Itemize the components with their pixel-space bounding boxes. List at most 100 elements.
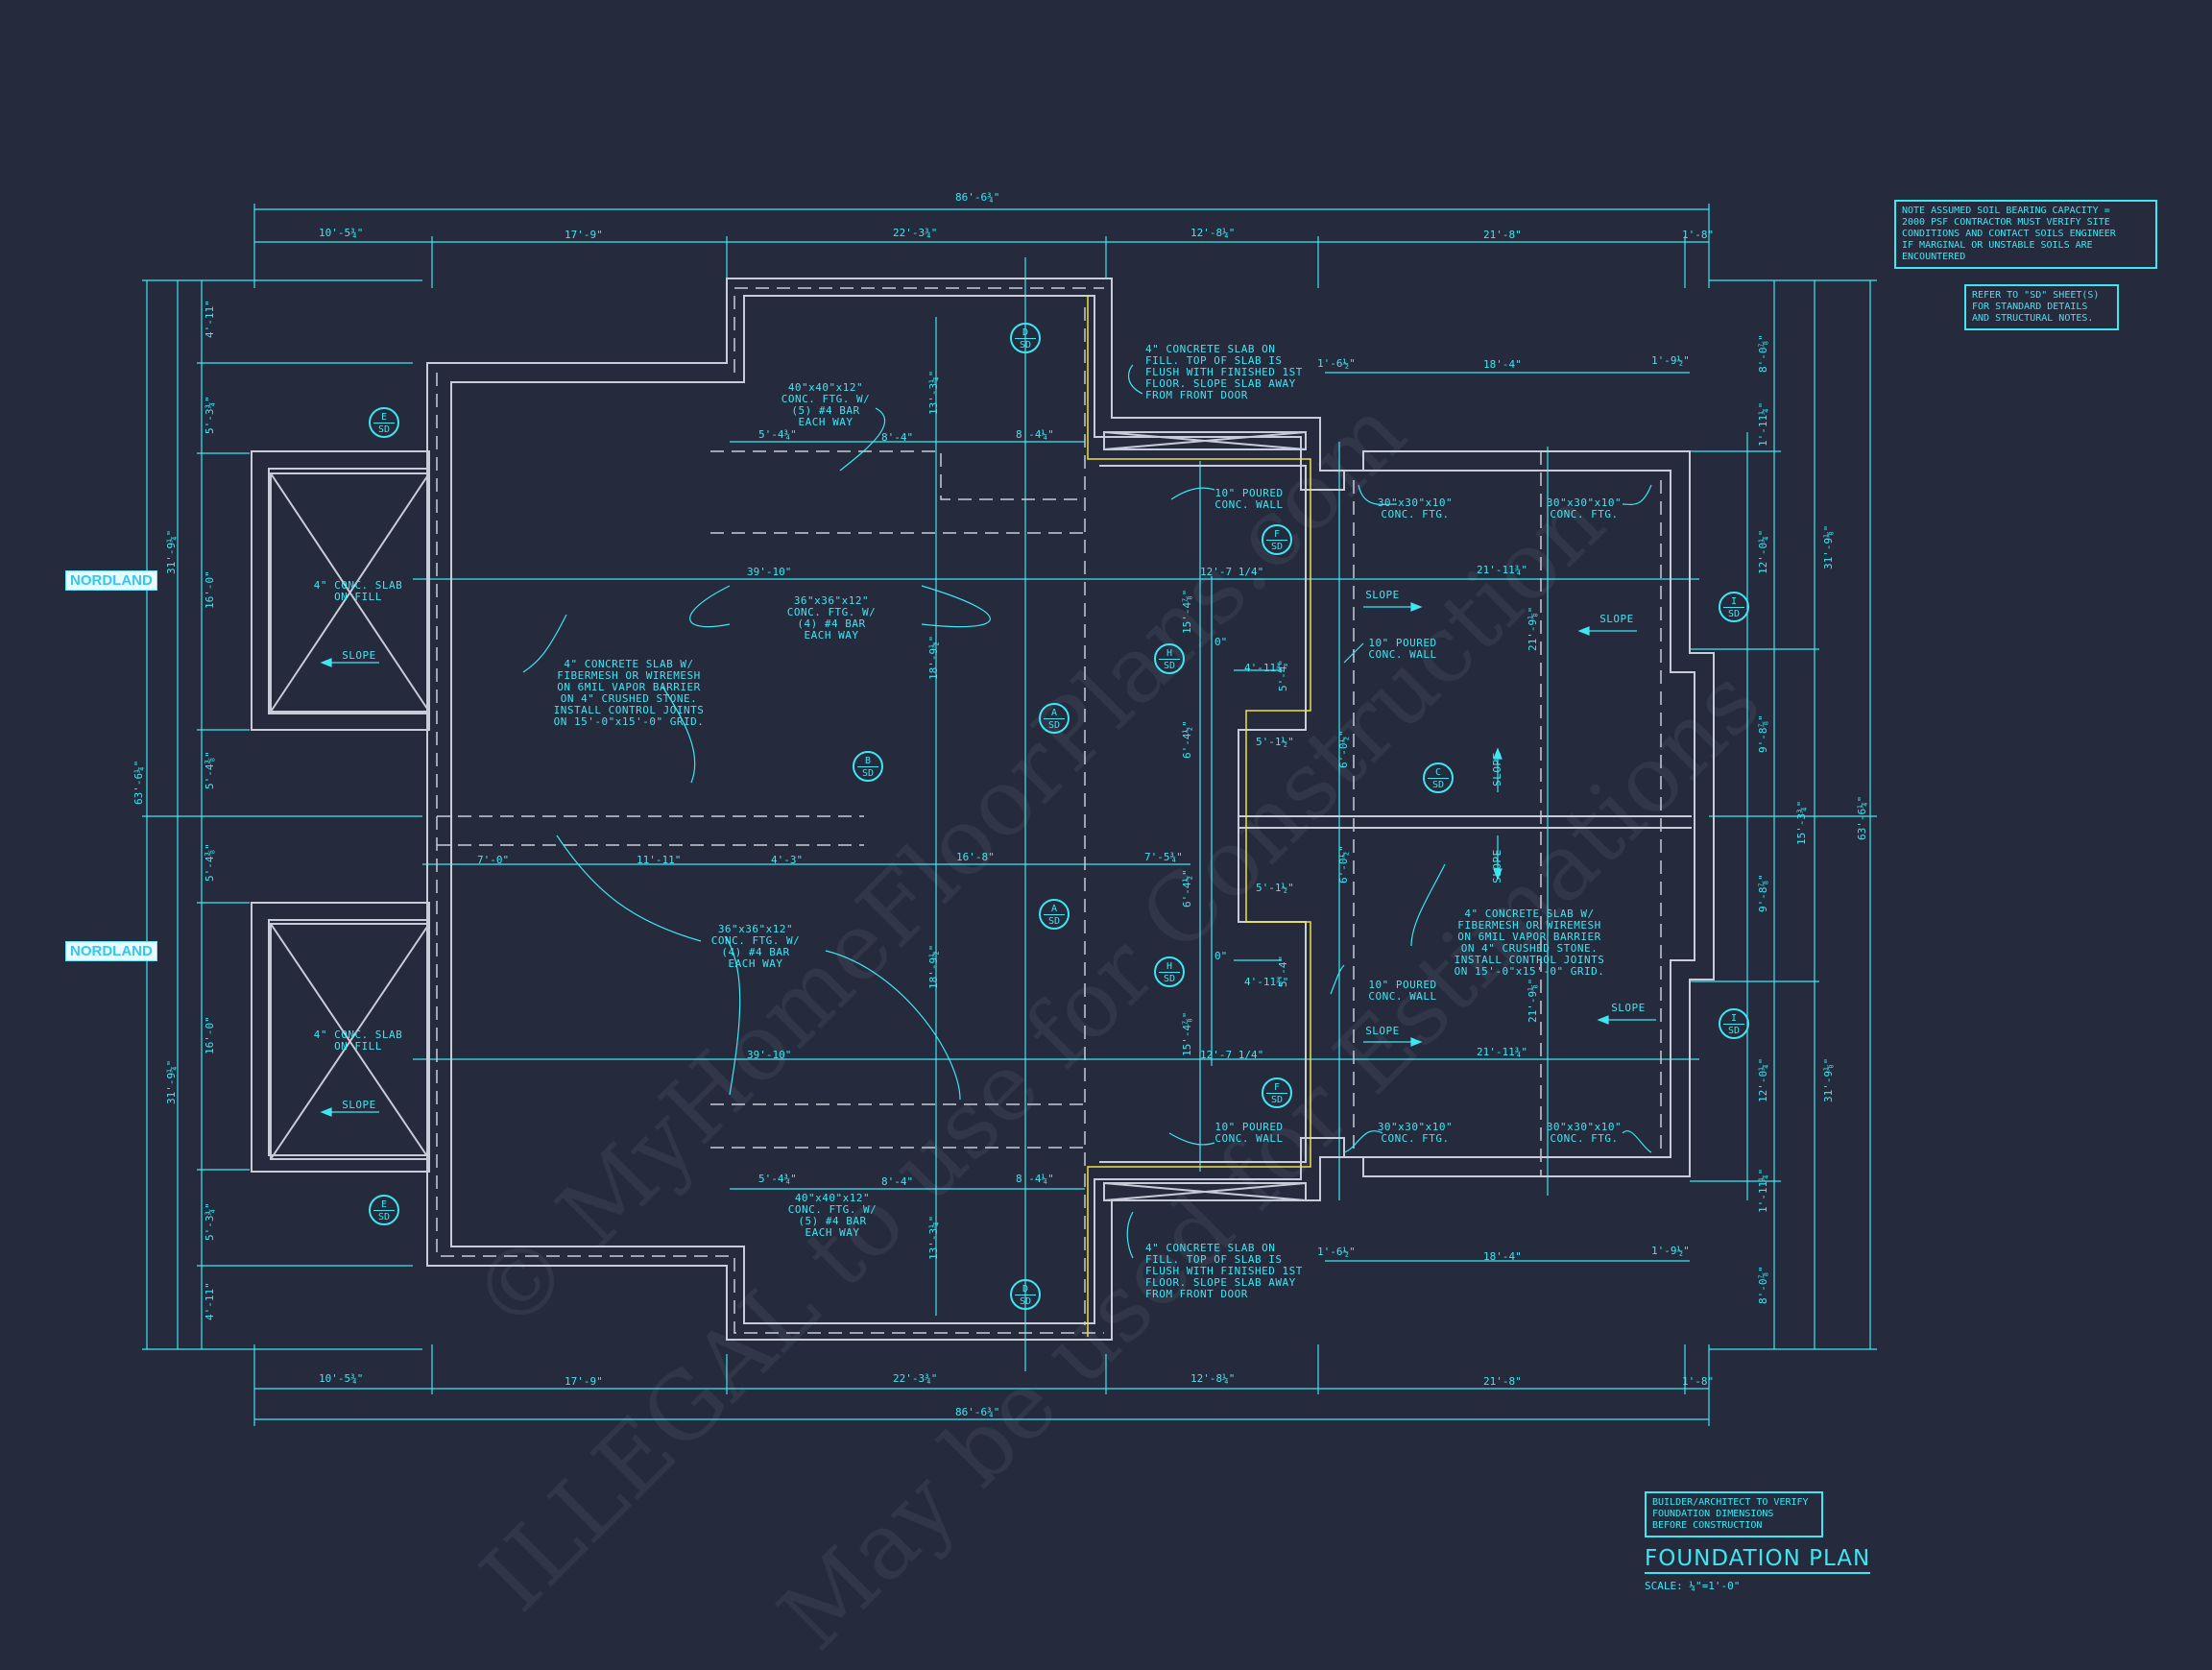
dim-mid: 6'-4½": [1181, 869, 1193, 908]
slope-label: SLOPE: [342, 1099, 376, 1111]
dim-bottom-6: 1'-8": [1682, 1375, 1715, 1388]
footing-label: 36"x36"x12" CONC. FTG. W/ (4) #4 BAR EAC…: [786, 594, 877, 641]
dim-interior: 39'-10": [747, 566, 792, 578]
dim-top-6: 1'-8": [1682, 229, 1715, 241]
dim-left: 4'-11": [204, 300, 216, 338]
dim-left: 5'-3¾": [204, 396, 216, 434]
dim-interior: 8'-4¼": [1016, 428, 1054, 441]
nordland-tag: NORDLAND: [65, 570, 157, 591]
dim-left: 16'-0": [204, 570, 216, 609]
dim-mid: 13'-3¼": [927, 370, 940, 415]
dim-right: 12'-0¼": [1757, 1057, 1769, 1102]
dim-right: 1'-11¼": [1757, 401, 1769, 447]
verify-note-box: BUILDER/ARCHITECT TO VERIFY FOUNDATION D…: [1645, 1491, 1823, 1537]
dim-interior: 8'-4¼": [1016, 1173, 1054, 1185]
dim-interior: 5'-1½": [1256, 736, 1294, 748]
dim-interior: 4'-11¾": [1244, 976, 1289, 988]
drawing-title: FOUNDATION PLAN: [1645, 1546, 1871, 1574]
slope-label: SLOPE: [1365, 1025, 1400, 1037]
dim-left: 31'-9¼": [165, 529, 178, 574]
dim-interior: 5'-4¾": [758, 428, 797, 441]
dim-top-4: 12'-8¼": [1190, 227, 1236, 239]
dim-top-2: 17'-9": [565, 229, 603, 241]
dim-interior: 4'-11¾": [1244, 662, 1289, 674]
dim-left: 16'-0": [204, 1016, 216, 1054]
dim-interior: 0": [1214, 950, 1228, 962]
footing-label: 40"x40"x12" CONC. FTG. W/ (5) #4 BAR EAC…: [781, 381, 871, 428]
dim-interior: 1'-9½": [1651, 1245, 1690, 1257]
dim-mid: 21'-9⅛": [1527, 978, 1539, 1023]
dim-interior: 5'-4¾": [758, 1173, 797, 1185]
dim-left: 5'-4⅜": [204, 843, 216, 882]
dim-interior: 16'-8": [956, 851, 995, 863]
dim-interior: 21'-11¾": [1477, 564, 1527, 576]
slope-label: SLOPE: [1599, 613, 1634, 625]
dim-interior: 8'-4": [881, 1175, 914, 1188]
wall-label: 10" POURED CONC. WALL: [1214, 1121, 1284, 1145]
dim-interior: 18'-4": [1483, 1250, 1522, 1263]
dim-right: 31'-9⅛": [1822, 524, 1835, 569]
dim-overall-bottom: 86'-6¾": [955, 1406, 1000, 1418]
dim-right-overall: 63'-6¼": [1856, 795, 1868, 840]
dim-interior: 7'-5¾": [1144, 851, 1183, 863]
dim-top-1: 10'-5¾": [319, 227, 364, 239]
porch-slab-label: 4" CONC. SLAB ON FILL: [313, 579, 403, 603]
dim-interior: 7'-0": [477, 854, 510, 866]
dim-overall-top: 86'-6¾": [955, 191, 1000, 204]
dim-right: 31'-9⅛": [1822, 1057, 1835, 1102]
dim-interior: 5'-1½": [1256, 882, 1294, 894]
slope-label: SLOPE: [1491, 849, 1503, 883]
footing-label: 30"x30"x10" CONC. FTG.: [1546, 496, 1623, 520]
dim-interior: 4'-3": [771, 854, 804, 866]
dim-right: 9'-8⅞": [1757, 874, 1769, 912]
slope-label: SLOPE: [1611, 1002, 1646, 1014]
garage-slab-label: 4" CONCRETE SLAB ON FILL. TOP OF SLAB IS…: [1145, 343, 1303, 401]
dim-mid: 5'-4": [1277, 955, 1289, 987]
dim-interior: 12'-7 1/4": [1200, 1049, 1264, 1061]
dim-mid: 6'-4½": [1181, 720, 1193, 759]
dim-left-overall: 63'-6¼": [132, 760, 145, 805]
dim-mid: 15'-4⅞": [1181, 1011, 1193, 1056]
dim-bottom-2: 17'-9": [565, 1375, 603, 1388]
soil-note-box: NOTE ASSUMED SOIL BEARING CAPACITY = 200…: [1894, 200, 2157, 269]
dim-mid: 21'-9⅛": [1527, 606, 1539, 651]
porch-slab-label: 4" CONC. SLAB ON FILL: [313, 1029, 403, 1053]
slope-label: SLOPE: [342, 649, 376, 662]
dim-interior: 11'-11": [637, 854, 682, 866]
dim-bottom-4: 12'-8¼": [1190, 1372, 1236, 1385]
footing-label: 30"x30"x10" CONC. FTG.: [1546, 1121, 1623, 1145]
dim-interior: 0": [1214, 636, 1228, 648]
dim-interior: 1'-6½": [1317, 1246, 1356, 1258]
dim-left: 5'-4⅜": [204, 751, 216, 789]
footing-label: 30"x30"x10" CONC. FTG.: [1377, 496, 1454, 520]
slab-mesh-label: 4" CONCRETE SLAB W/ FIBERMESH OR WIREMES…: [553, 658, 705, 728]
footing-label: 40"x40"x12" CONC. FTG. W/ (5) #4 BAR EAC…: [787, 1192, 878, 1239]
slope-label: SLOPE: [1491, 752, 1503, 787]
dim-left: 4'-11": [204, 1282, 216, 1320]
dim-interior: 21'-11¾": [1477, 1046, 1527, 1058]
dim-mid: 15'-4⅞": [1181, 589, 1193, 634]
dim-bottom-1: 10'-5¾": [319, 1372, 364, 1385]
dim-right: 8'-0⅞": [1757, 334, 1769, 373]
wall-label: 10" POURED CONC. WALL: [1214, 487, 1284, 511]
dim-interior: 12'-7 1/4": [1200, 566, 1264, 578]
dim-mid: 6'-0½": [1337, 730, 1350, 768]
refer-note-box: REFER TO "SD" SHEET(S) FOR STANDARD DETA…: [1964, 284, 2119, 330]
dim-right: 12'-0¼": [1757, 529, 1769, 574]
dim-interior: 18'-4": [1483, 358, 1522, 371]
dim-right: 15'-3¾": [1795, 800, 1808, 845]
footing-label: 36"x36"x12" CONC. FTG. W/ (4) #4 BAR EAC…: [710, 923, 801, 970]
drawing-scale: SCALE: ¼"=1'-0": [1645, 1580, 1741, 1592]
